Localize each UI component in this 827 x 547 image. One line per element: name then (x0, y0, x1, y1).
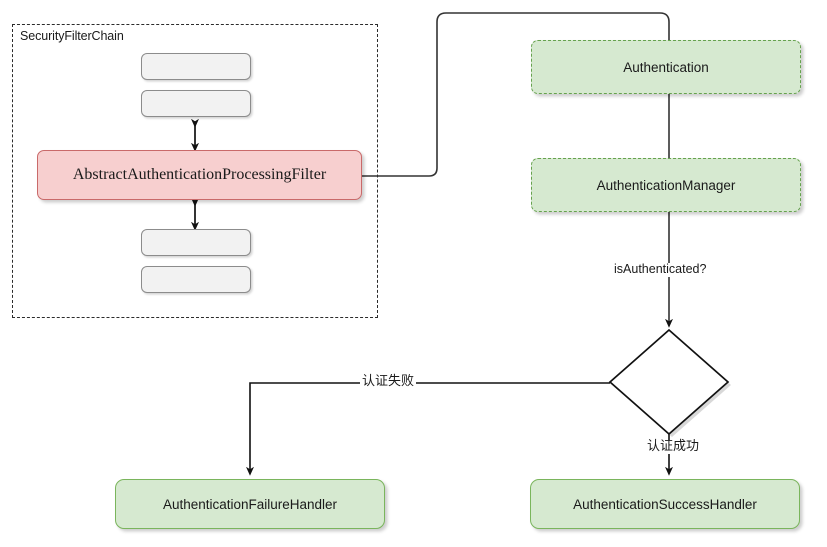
security-filter-chain-group (12, 24, 378, 318)
filter-slot-4[interactable] (141, 266, 251, 293)
edge-label-is-authenticated: isAuthenticated? (612, 262, 709, 277)
edge-filter-to-authentication (362, 12, 670, 177)
edge-label-auth-success: 认证成功 (645, 439, 702, 455)
filter-slot-2[interactable] (141, 90, 251, 117)
filter-slot-1[interactable] (141, 53, 251, 80)
authentication-manager-node[interactable]: AuthenticationManager (531, 158, 801, 212)
authentication-success-handler-node[interactable]: AuthenticationSuccessHandler (530, 479, 800, 529)
edge-label-auth-failure: 认证失败 (360, 374, 417, 390)
authentication-node[interactable]: Authentication (531, 40, 801, 94)
authentication-failure-handler-node[interactable]: AuthenticationFailureHandler (115, 479, 385, 529)
decision-diamond (608, 328, 731, 437)
edge-decision-to-failure-handler (246, 382, 610, 476)
filter-slot-3[interactable] (141, 229, 251, 256)
abstract-authentication-processing-filter-node[interactable]: AbstractAuthenticationProcessingFilter (37, 150, 362, 200)
security-filter-chain-label: SecurityFilterChain (20, 29, 124, 43)
